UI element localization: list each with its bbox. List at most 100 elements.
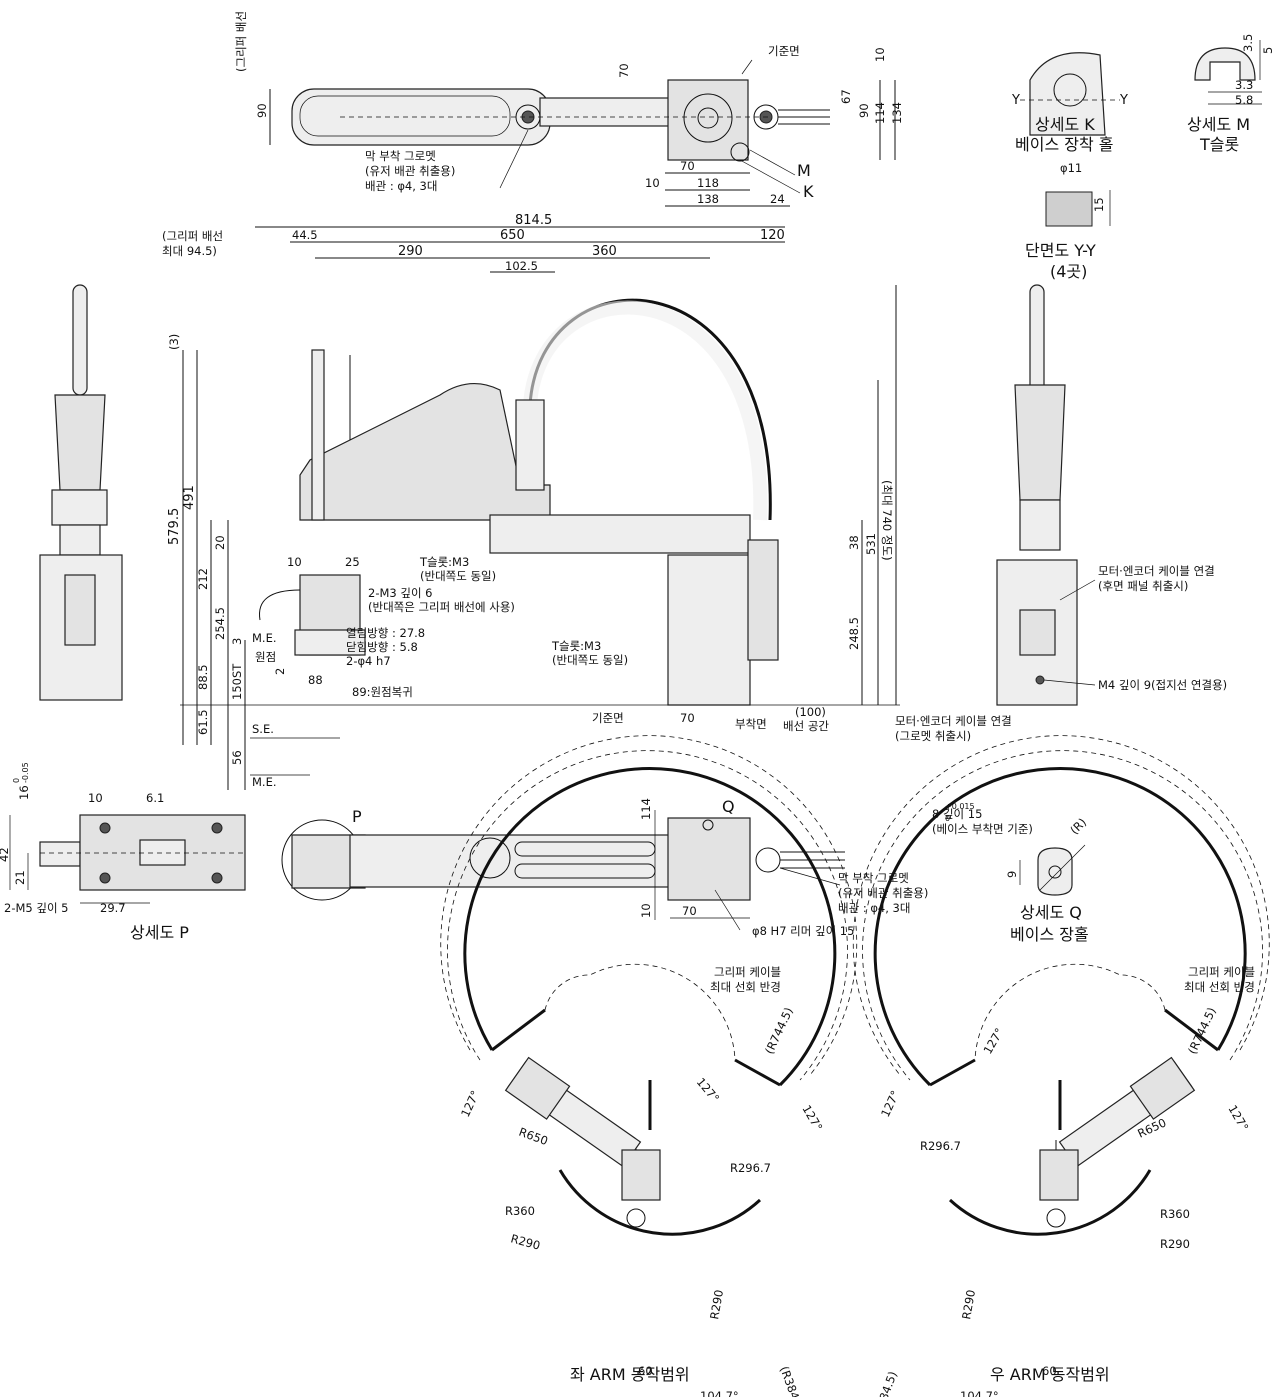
right-cable-note-1: 모터·엔코더 케이블 연결 bbox=[1098, 564, 1215, 578]
callout-k: K bbox=[803, 182, 814, 201]
right-127a: 127° bbox=[878, 1088, 902, 1119]
dim-44-5: 44.5 bbox=[292, 228, 318, 242]
detail-p-dim-10: 10 bbox=[88, 791, 103, 805]
dim-61-5: 61.5 bbox=[196, 709, 210, 735]
left-127c: 127° bbox=[799, 1103, 825, 1134]
side-cable-note-1: 모터·엔코더 케이블 연결 bbox=[895, 714, 1012, 728]
left-r650: R650 bbox=[517, 1125, 550, 1148]
callout-m: M bbox=[797, 161, 811, 180]
ground-note: M4 깊이 9(접지선 연결용) bbox=[1098, 678, 1227, 692]
tap-note-2: (반대쪽은 그리퍼 배선에 사용) bbox=[368, 600, 515, 614]
arm1-top bbox=[539, 97, 671, 127]
datum-label: 기준면 bbox=[592, 711, 624, 725]
plan-view: P Q 114 10 70 막 부착 그로멧 (유저 배관 취출용) 배관 : … bbox=[281, 797, 928, 938]
tslot-note-1a: T슬롯:M3 bbox=[419, 555, 469, 569]
dim-650: 650 bbox=[500, 228, 525, 243]
dim-56: 56 bbox=[230, 750, 244, 765]
dim-491: 491 bbox=[182, 485, 197, 510]
side-cable-note-2: (그로멧 취출시) bbox=[895, 729, 971, 743]
tslot-note-2a: T슬롯:M3 bbox=[551, 639, 601, 653]
detail-k-axis-left: Y bbox=[1011, 93, 1020, 108]
left-r296: R296.7 bbox=[730, 1161, 771, 1175]
dim-88-side: 88 bbox=[308, 673, 323, 687]
top-grommet-note-1: 막 부착 그로멧 bbox=[365, 149, 436, 163]
top-datum-label: 기준면 bbox=[768, 44, 800, 58]
front-view bbox=[39, 284, 123, 701]
left-r744: (R744.5) bbox=[762, 1005, 796, 1056]
right-cable-note-2: (후면 패널 취출시) bbox=[1098, 579, 1188, 593]
detail-p-dim-16: 16 bbox=[17, 785, 31, 800]
tslot-note-1b: (반대쪽도 동일) bbox=[420, 569, 496, 583]
me-bottom-label: M.E. bbox=[252, 775, 277, 789]
plan-dim-70: 70 bbox=[682, 904, 697, 918]
detail-q: 8 깊이 15 +0.015 0 (베이스 부착면 기준) (R) 9 상세도 … bbox=[932, 802, 1089, 944]
se-label: S.E. bbox=[252, 722, 274, 736]
top-dim-118: 118 bbox=[697, 176, 719, 190]
top-view bbox=[269, 59, 896, 207]
detail-m-dim-2: 5 bbox=[1261, 47, 1275, 54]
left-r360: R360 bbox=[505, 1204, 535, 1218]
plan-grommet-2: (유저 배관 취출용) bbox=[838, 886, 928, 900]
detail-m-dim-4: 5.8 bbox=[1235, 93, 1253, 107]
top-grommet-note-3: 배관 : φ4, 3대 bbox=[365, 179, 437, 193]
detail-p-dim-29-7: 29.7 bbox=[100, 901, 126, 915]
dim-814-5: 814.5 bbox=[515, 213, 552, 228]
dim-88-5: 88.5 bbox=[196, 664, 210, 690]
left-r290a: R290 bbox=[509, 1231, 542, 1252]
dim-290: 290 bbox=[398, 244, 423, 259]
dim-25-side: 25 bbox=[345, 555, 360, 569]
section-yy-dim-1: φ11 bbox=[1060, 161, 1082, 175]
left-127a: 127° bbox=[458, 1088, 482, 1119]
stroke-note-2: 닫힘방향 : 5.8 bbox=[346, 640, 418, 654]
left-r290b: R290 bbox=[707, 1289, 726, 1321]
arm1-side bbox=[489, 514, 751, 554]
dim-2: 2 bbox=[273, 668, 287, 675]
top-dim-10b: 10 bbox=[645, 176, 660, 190]
detail-m: 3.5 5 3.3 5.8 상세도 M T슬롯 bbox=[1187, 34, 1275, 154]
right-127b: 127° bbox=[980, 1026, 1006, 1057]
base-top bbox=[667, 79, 749, 161]
detail-p-dim-16-upper: 0 bbox=[12, 778, 21, 783]
detail-k-axis-right: Y bbox=[1119, 93, 1128, 108]
detail-p-tap: 2-M5 깊이 5 bbox=[4, 901, 69, 915]
right-r360: R360 bbox=[1160, 1207, 1190, 1221]
detail-p-title: 상세도 P bbox=[130, 923, 189, 942]
detail-k-title: 상세도 K bbox=[1035, 115, 1095, 134]
detail-q-title: 상세도 Q bbox=[1020, 903, 1082, 922]
side-view-labels: (그리퍼 배선 최대 94.5) 814.5 44.5 650 120 290 … bbox=[162, 213, 1012, 789]
section-yy-dim-2: 15 bbox=[1092, 197, 1106, 212]
detail-k-subtitle: 베이스 장착 홀 bbox=[1015, 135, 1114, 154]
tap-note-1: 2-M3 깊이 6 bbox=[368, 586, 433, 600]
side-gripper-note-2: 최대 94.5) bbox=[162, 244, 217, 258]
plan-grommet-3: 배관 : φ4, 3대 bbox=[838, 901, 910, 915]
dim-120: 120 bbox=[760, 228, 785, 243]
detail-m-dim-3: 3.3 bbox=[1235, 78, 1253, 92]
right-r296: R296.7 bbox=[920, 1139, 961, 1153]
detail-p-dim-16-lower: -0.05 bbox=[21, 762, 30, 783]
detail-q-tol-lower: 0 bbox=[945, 814, 950, 823]
right-title: 우 ARM 동작범위 bbox=[990, 1365, 1110, 1384]
dim-20: 20 bbox=[213, 535, 227, 550]
dim-531: 531 bbox=[864, 533, 878, 555]
top-dim-114: 114 bbox=[873, 102, 887, 124]
stroke-note-1: 열림방향 : 27.8 bbox=[346, 626, 425, 640]
range-left: 그리퍼 케이블 최대 선회 반경 (R744.5) 127° 127° 127°… bbox=[440, 735, 858, 1397]
detail-p-dim-6-1: 6.1 bbox=[146, 791, 164, 805]
top-dim-67: 67 bbox=[839, 89, 853, 104]
top-grommet-note-2: (유저 배관 취출용) bbox=[365, 164, 455, 178]
dim-102-5: 102.5 bbox=[505, 259, 538, 273]
dim-10-side: 10 bbox=[287, 555, 302, 569]
plan-grommet-1: 막 부착 그로멧 bbox=[838, 871, 909, 885]
right-r384: (R384.5) bbox=[870, 1369, 900, 1397]
detail-m-title: 상세도 M bbox=[1187, 115, 1250, 134]
mount-label: 부착면 bbox=[735, 717, 767, 731]
dim-254-5: 254.5 bbox=[213, 607, 227, 640]
detail-m-subtitle: T슬롯 bbox=[1199, 135, 1239, 154]
right-r290a: R290 bbox=[1160, 1237, 1190, 1251]
reamer-note: φ8 H7 리머 깊이 15 bbox=[752, 924, 854, 938]
top-dim-70: 70 bbox=[617, 63, 631, 78]
stroke-note-3: 2-φ4 h7 bbox=[346, 654, 391, 668]
dim-150st: 150ST bbox=[230, 663, 244, 700]
right-note-2: 최대 선회 반경 bbox=[1184, 980, 1255, 994]
